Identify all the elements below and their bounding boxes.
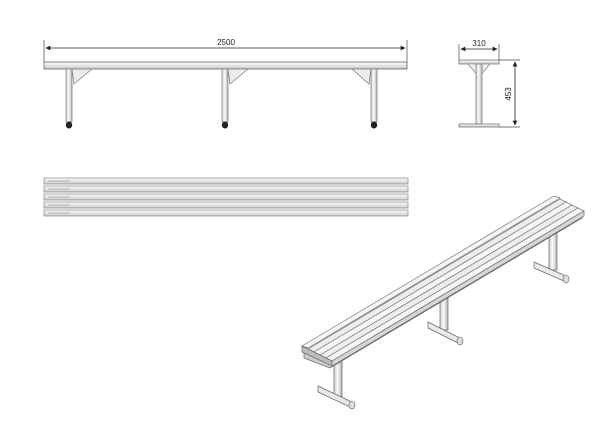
side-foot-bar <box>458 123 500 128</box>
iso-seat <box>301 195 585 369</box>
isometric-view <box>301 195 585 410</box>
front-leg-right <box>351 68 378 129</box>
depth-dimension: 310 <box>458 39 500 60</box>
top-slat <box>43 185 409 193</box>
height-dimension: 453 <box>499 59 520 128</box>
front-foot <box>221 121 229 129</box>
front-leg-left <box>65 68 93 129</box>
side-view: 310 453 <box>458 39 520 128</box>
side-leg <box>475 63 483 125</box>
height-label: 453 <box>504 87 513 101</box>
iso-slat <box>301 195 561 349</box>
top-slat <box>43 177 409 185</box>
front-view: 2500 <box>43 38 408 129</box>
front-seat <box>43 61 408 70</box>
top-view <box>43 177 409 217</box>
front-foot <box>370 121 378 129</box>
front-leg-middle <box>221 68 249 129</box>
front-foot <box>65 121 73 129</box>
top-slat <box>43 209 409 217</box>
side-seat <box>458 59 500 65</box>
length-dimension: 2500 <box>43 38 408 62</box>
top-slat <box>43 201 409 209</box>
depth-label: 310 <box>472 39 486 48</box>
top-slat <box>43 193 409 201</box>
length-label: 2500 <box>217 38 235 47</box>
